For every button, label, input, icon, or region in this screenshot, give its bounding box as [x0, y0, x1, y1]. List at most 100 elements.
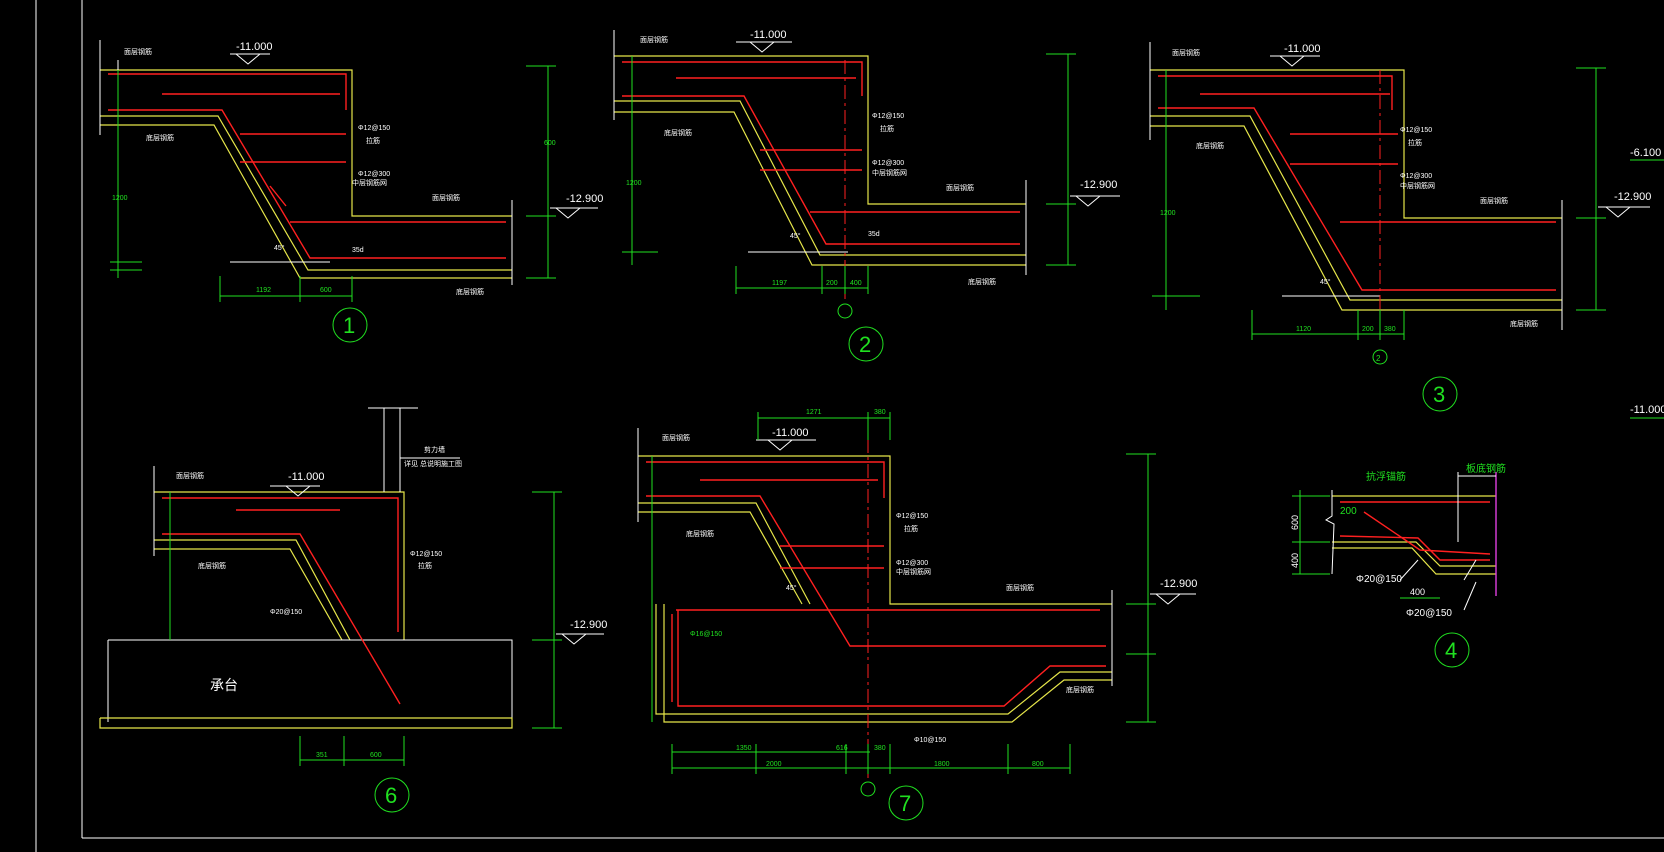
d3-bottom-rebar-label: 底层钢筋 — [1196, 141, 1224, 150]
d3-rebar-150: Φ12@150 — [1400, 127, 1432, 134]
d1-dim-v-2: 600 — [544, 140, 556, 147]
d2-bottom-rebar-right: 底层钢筋 — [968, 277, 996, 286]
detail-6: -11.000 -12.900 面层钢筋 底层钢筋 Φ12@150 拉筋 剪力墙… — [99, 407, 607, 813]
d3-tie-bar: 拉筋 — [1408, 138, 1422, 147]
d2-dim-h-2: 400 — [850, 280, 862, 287]
detail-7: -11.000 -12.900 面层钢筋 底层钢筋 Φ12@150 拉筋 Φ12… — [637, 409, 1197, 821]
d1-tie-bar: 拉筋 — [366, 136, 380, 145]
d1-dimensions — [110, 65, 556, 343]
drawing-frame — [35, 0, 1664, 852]
d2-angle: 45° — [790, 232, 801, 240]
d7-bottom-elevation: -12.900 — [1160, 578, 1197, 590]
d4-section-number: 4 — [1445, 638, 1457, 663]
d3-angle: 45° — [1320, 278, 1331, 286]
d4-top-label: 抗浮锚筋 — [1366, 470, 1406, 483]
d7-section-number: 7 — [899, 791, 911, 816]
d3-rebar-300: Φ12@300 — [1400, 173, 1432, 180]
d3-top-elevation: -11.000 — [1284, 43, 1321, 55]
d3-dimensions — [1152, 67, 1664, 419]
d7-dim-h-3: 380 — [874, 745, 886, 752]
d1-dim-v-3: 1200 — [112, 195, 128, 202]
d6-top-rebar-label: 面层钢筋 — [176, 471, 204, 480]
d2-anchor: 35d — [868, 231, 880, 238]
d2-section-number: 2 — [859, 332, 871, 357]
d7-dimensions — [651, 412, 1156, 821]
d6-column-note-1: 剪力墙 — [424, 445, 445, 454]
d3-bottom-rebar-right: 底层钢筋 — [1510, 319, 1538, 328]
d7-mid-rebar: 中层钢筋网 — [896, 567, 931, 576]
d7-bottom-rebar-right: 底层钢筋 — [1066, 685, 1094, 694]
d2-tie-bar: 拉筋 — [880, 124, 894, 133]
d4-rebar-20-150-a: Φ20@150 — [1356, 574, 1402, 585]
d7-tie-bar: 拉筋 — [904, 524, 918, 533]
d2-top-elevation: -11.000 — [750, 29, 787, 41]
d1-anchor: 35d — [352, 247, 364, 254]
detail-4: 抗浮锚筋 板底钢筋 200 Φ20@150 Φ20@150 600 400 40… — [1290, 462, 1506, 668]
d3-mid-rebar: 中层钢筋网 — [1400, 181, 1435, 190]
d4-dim-400b: 400 — [1410, 587, 1425, 597]
d1-bottom-rebar-label: 底层钢筋 — [146, 133, 174, 142]
d2-dim-h-0: 1197 — [772, 280, 787, 287]
d7-dim-h-2: 616 — [836, 745, 848, 752]
detail-3: -11.000 -12.900 面层钢筋 底层钢筋 Φ12@150 拉筋 Φ12… — [1149, 42, 1664, 419]
d1-bottom-elevation: -12.900 — [566, 193, 603, 205]
d3-top-rebar-label: 面层钢筋 — [1172, 48, 1200, 57]
d3-axis-number: 2 — [1376, 354, 1381, 363]
d3-dim-h-0: 1120 — [1296, 326, 1311, 333]
d3-dim-v-1: 1200 — [1160, 210, 1176, 217]
d6-section-number: 6 — [385, 783, 397, 808]
d7-top-rebar-right: 面层钢筋 — [1006, 583, 1034, 592]
detail-2: -11.000 -12.900 面层钢筋 底层钢筋 Φ12@150 拉筋 Φ12… — [613, 29, 1120, 362]
d7-dim-h-6: 800 — [1032, 761, 1044, 768]
d6-rebar-20-150: Φ20@150 — [270, 609, 302, 616]
d7-dim-h-1: 1350 — [736, 745, 752, 752]
detail-1: -11.000 -12.900 面层钢筋 底层钢筋 Φ12@150 拉筋 Φ12… — [99, 40, 603, 343]
d6-bottom-elevation: -12.900 — [570, 619, 607, 631]
d6-rebar-150: Φ12@150 — [410, 551, 442, 558]
d3-right-elevation-a: -6.100 — [1630, 147, 1661, 159]
d7-dim-top-0: 1271 — [806, 409, 822, 416]
d6-pile-cap-label: 承台 — [210, 678, 238, 694]
d7-angle: 45° — [786, 584, 797, 592]
d1-rebar-300: Φ12@300 — [358, 171, 390, 178]
d3-section-number: 3 — [1433, 382, 1445, 407]
d3-dim-h-1: 200 — [1362, 326, 1374, 333]
d7-rebar-10-150: Φ10@150 — [914, 737, 946, 744]
d7-dim-h-5: 1800 — [934, 761, 950, 768]
d1-dim-h-1: 600 — [320, 287, 332, 294]
d4-dim-200: 200 — [1340, 506, 1357, 517]
d2-rebar-150: Φ12@150 — [872, 113, 904, 120]
d2-top-rebar-label: 面层钢筋 — [640, 35, 668, 44]
d2-mid-rebar: 中层钢筋网 — [872, 168, 907, 177]
d1-dim-h-0: 1192 — [256, 287, 271, 294]
d6-dim-h-0: 351 — [316, 752, 328, 759]
d1-section-number: 1 — [343, 313, 355, 338]
d6-column-note-2: 详见 总说明施工图 — [404, 459, 462, 468]
d2-bottom-elevation: -12.900 — [1080, 179, 1117, 191]
d3-right-elevation-c: -11.000 — [1630, 404, 1664, 416]
d1-top-rebar-label: 面层钢筋 — [124, 47, 152, 56]
d7-rebar-300: Φ12@300 — [896, 560, 928, 567]
d4-dim-400: 400 — [1290, 553, 1300, 568]
d2-top-rebar-right: 面层钢筋 — [946, 183, 974, 192]
d3-top-rebar-right: 面层钢筋 — [1480, 196, 1508, 205]
d7-top-rebar-label: 面层钢筋 — [662, 433, 690, 442]
d4-dim-600: 600 — [1290, 515, 1300, 530]
d7-rebar-16-150: Φ16@150 — [690, 631, 722, 638]
d7-rebar-150: Φ12@150 — [896, 513, 928, 520]
d1-top-rebar-right: 面层钢筋 — [432, 193, 460, 202]
d1-bottom-rebar-right: 底层钢筋 — [456, 287, 484, 296]
d6-dimensions — [169, 491, 562, 813]
d6-dim-h-1: 600 — [370, 752, 382, 759]
d6-top-elevation: -11.000 — [288, 471, 325, 483]
d2-bottom-rebar-label: 底层钢筋 — [664, 128, 692, 137]
d7-dim-h-4: 2000 — [766, 761, 782, 768]
d1-mid-rebar: 中层钢筋网 — [352, 178, 387, 187]
d4-dimensions — [1292, 490, 1470, 668]
d3-dim-h-2: 380 — [1384, 326, 1396, 333]
d4-rebar-20-150-b: Φ20@150 — [1406, 608, 1452, 619]
d7-dim-top-1: 380 — [874, 409, 886, 416]
d2-dim-v-1: 1200 — [626, 180, 642, 187]
d1-top-elevation: -11.000 — [236, 41, 273, 53]
